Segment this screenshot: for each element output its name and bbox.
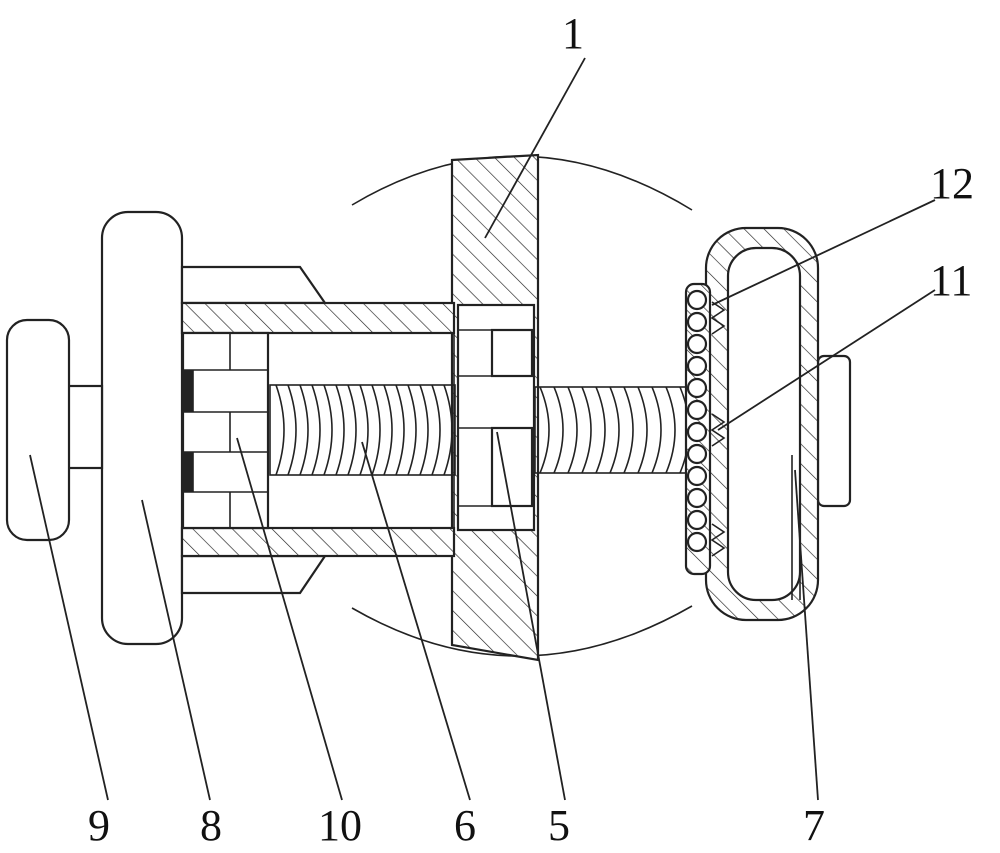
label-1: 1 (562, 9, 584, 58)
spring-ball-column (684, 282, 726, 576)
ball (686, 333, 708, 355)
ball (686, 399, 708, 421)
thread-arc (335, 385, 345, 475)
upper-flange (180, 265, 328, 305)
thread-arc (371, 385, 381, 475)
ball (686, 487, 708, 509)
thread-arc (539, 387, 550, 473)
fine-thread-part-6 (269, 384, 456, 476)
thread-arc (637, 387, 648, 473)
thread-arc (275, 385, 285, 475)
label-9: 9 (88, 801, 110, 850)
thread-arc (651, 387, 662, 473)
thread-arc (347, 385, 357, 475)
thread-arc (287, 385, 297, 475)
label-7: 7 (803, 801, 825, 850)
thread-arc (323, 385, 333, 475)
small-knob-part-9 (5, 318, 71, 542)
sleeve-upper-wall (180, 301, 456, 335)
thread-arc (431, 385, 441, 475)
thread-arc (609, 387, 620, 473)
thread-arc (407, 385, 417, 475)
thread-arc (595, 387, 606, 473)
label-12: 12 (930, 159, 974, 208)
thread-arc (299, 385, 309, 475)
thread-arc (553, 387, 564, 473)
thread-arc (581, 387, 592, 473)
pad-part-7 (704, 226, 852, 622)
ball (686, 443, 708, 465)
thread-arc (567, 387, 578, 473)
ball (686, 421, 708, 443)
ball (686, 465, 708, 487)
label-11: 11 (930, 256, 972, 305)
thread-arc (395, 385, 405, 475)
coarse-thread-shaft (534, 386, 688, 474)
ball (686, 377, 708, 399)
thread-arc (623, 387, 634, 473)
ball (686, 509, 708, 531)
ball (686, 355, 708, 377)
label-5: 5 (548, 801, 570, 850)
thread-arc (679, 387, 687, 473)
spring (710, 301, 726, 335)
sleeve-lower-wall (180, 526, 456, 558)
thread-arc (665, 387, 676, 473)
ball (686, 311, 708, 333)
large-knob-part-8 (100, 210, 184, 646)
lower-flange (180, 554, 328, 595)
label-10: 10 (318, 801, 362, 850)
thread-arc (383, 385, 393, 475)
thread-arc (443, 385, 453, 475)
label-6: 6 (454, 801, 476, 850)
leader-lines (29, 57, 936, 801)
label-8: 8 (200, 801, 222, 850)
spring (710, 413, 726, 447)
ball (686, 289, 708, 311)
spring (710, 523, 726, 557)
ball (686, 531, 708, 553)
knob-stem (64, 384, 104, 470)
thread-arc (311, 385, 321, 475)
nut-part-5 (456, 303, 536, 532)
thread-arc (359, 385, 369, 475)
thread-arc (419, 385, 429, 475)
